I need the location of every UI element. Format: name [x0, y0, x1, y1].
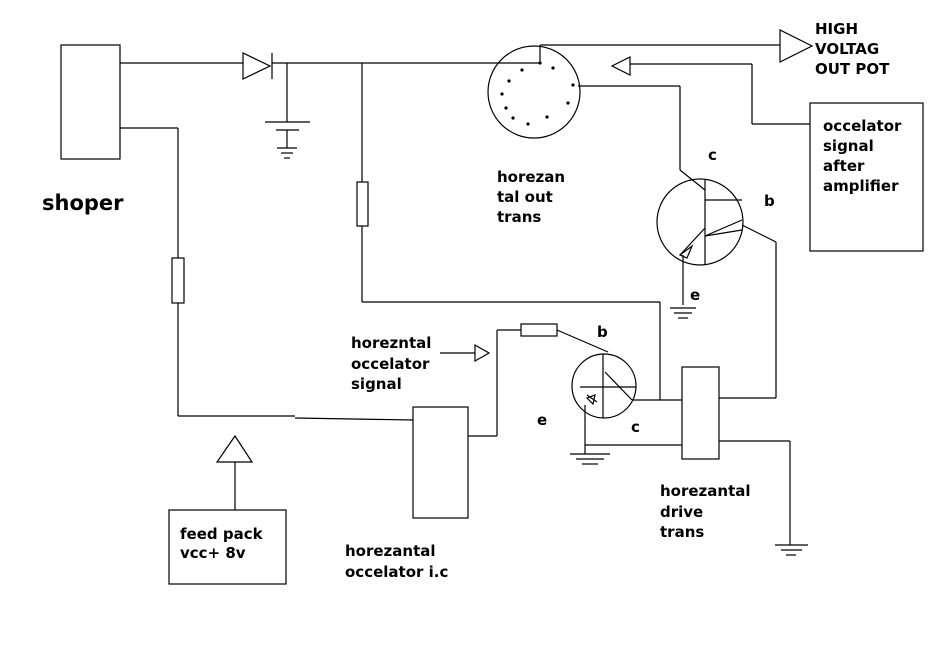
resistor-vertical-upper — [356, 181, 369, 227]
osc-amp-label-line3: after — [823, 157, 865, 175]
shoper-label: shoper — [42, 191, 124, 215]
out-b-label: b — [764, 192, 775, 210]
horizontal-output-transformer — [487, 45, 581, 139]
osc-ic-label-line1: horezantal — [345, 542, 436, 560]
osc-signal-label-line1: horezntal — [351, 334, 431, 352]
drive-e-label: e — [537, 411, 547, 429]
out-c-label: c — [708, 146, 717, 164]
drive-transistor — [571, 353, 637, 419]
wire-out-base — [741, 224, 777, 243]
osc-signal-label-line3: signal — [351, 375, 402, 393]
osc-amp-label-line4: amplifier — [823, 177, 899, 195]
osc-ic-label-line2: occelator i.c — [345, 563, 448, 581]
osc-amp-label-line2: signal — [823, 137, 874, 155]
ground-drive-trans — [775, 544, 808, 556]
wire-to-osc-ic — [294, 417, 414, 421]
drive-trans-label-line3: trans — [660, 523, 704, 541]
wire-base-resistor-to-base — [556, 329, 609, 353]
osc-amp-label-line1: occelator — [823, 117, 902, 135]
osc-after-amp-box — [809, 102, 924, 252]
hv-output-arrow — [779, 29, 814, 63]
drive-trans-label-line1: horezantal — [660, 482, 751, 500]
feed-label-line1: feed pack — [180, 525, 264, 543]
output-transistor — [656, 169, 744, 266]
feed-label-line2: vcc+ 8v — [180, 544, 246, 562]
filter-capacitor — [265, 63, 310, 159]
resistor-left — [171, 257, 185, 304]
hot-label-line2: tal out — [497, 188, 553, 206]
rectifier-diode — [242, 52, 273, 80]
feed-pack-box — [168, 509, 287, 585]
drive-c-label: c — [631, 418, 640, 436]
hv-label-line3: OUT POT — [815, 60, 890, 78]
osc-signal-arrow-head — [474, 343, 491, 363]
hot-label-line3: trans — [497, 208, 541, 226]
osc-feedback-arrow — [610, 56, 631, 76]
drive-trans-label-line2: drive — [660, 503, 703, 521]
resistor-base — [520, 323, 558, 337]
hv-label-line2: VOLTAG — [815, 40, 879, 58]
ground-out-emitter — [670, 307, 696, 319]
shoper-block — [60, 44, 121, 160]
out-e-label: e — [690, 286, 700, 304]
ground-drive-emitter — [570, 445, 610, 465]
feed-arrow — [215, 434, 254, 463]
hv-label-line1: HIGH — [815, 20, 858, 38]
hot-label-line1: horezan — [497, 168, 565, 186]
drive-b-label: b — [597, 323, 608, 341]
drive-transformer — [681, 366, 720, 460]
osc-ic-block — [412, 406, 469, 519]
osc-signal-label-line2: occelator — [351, 355, 430, 373]
